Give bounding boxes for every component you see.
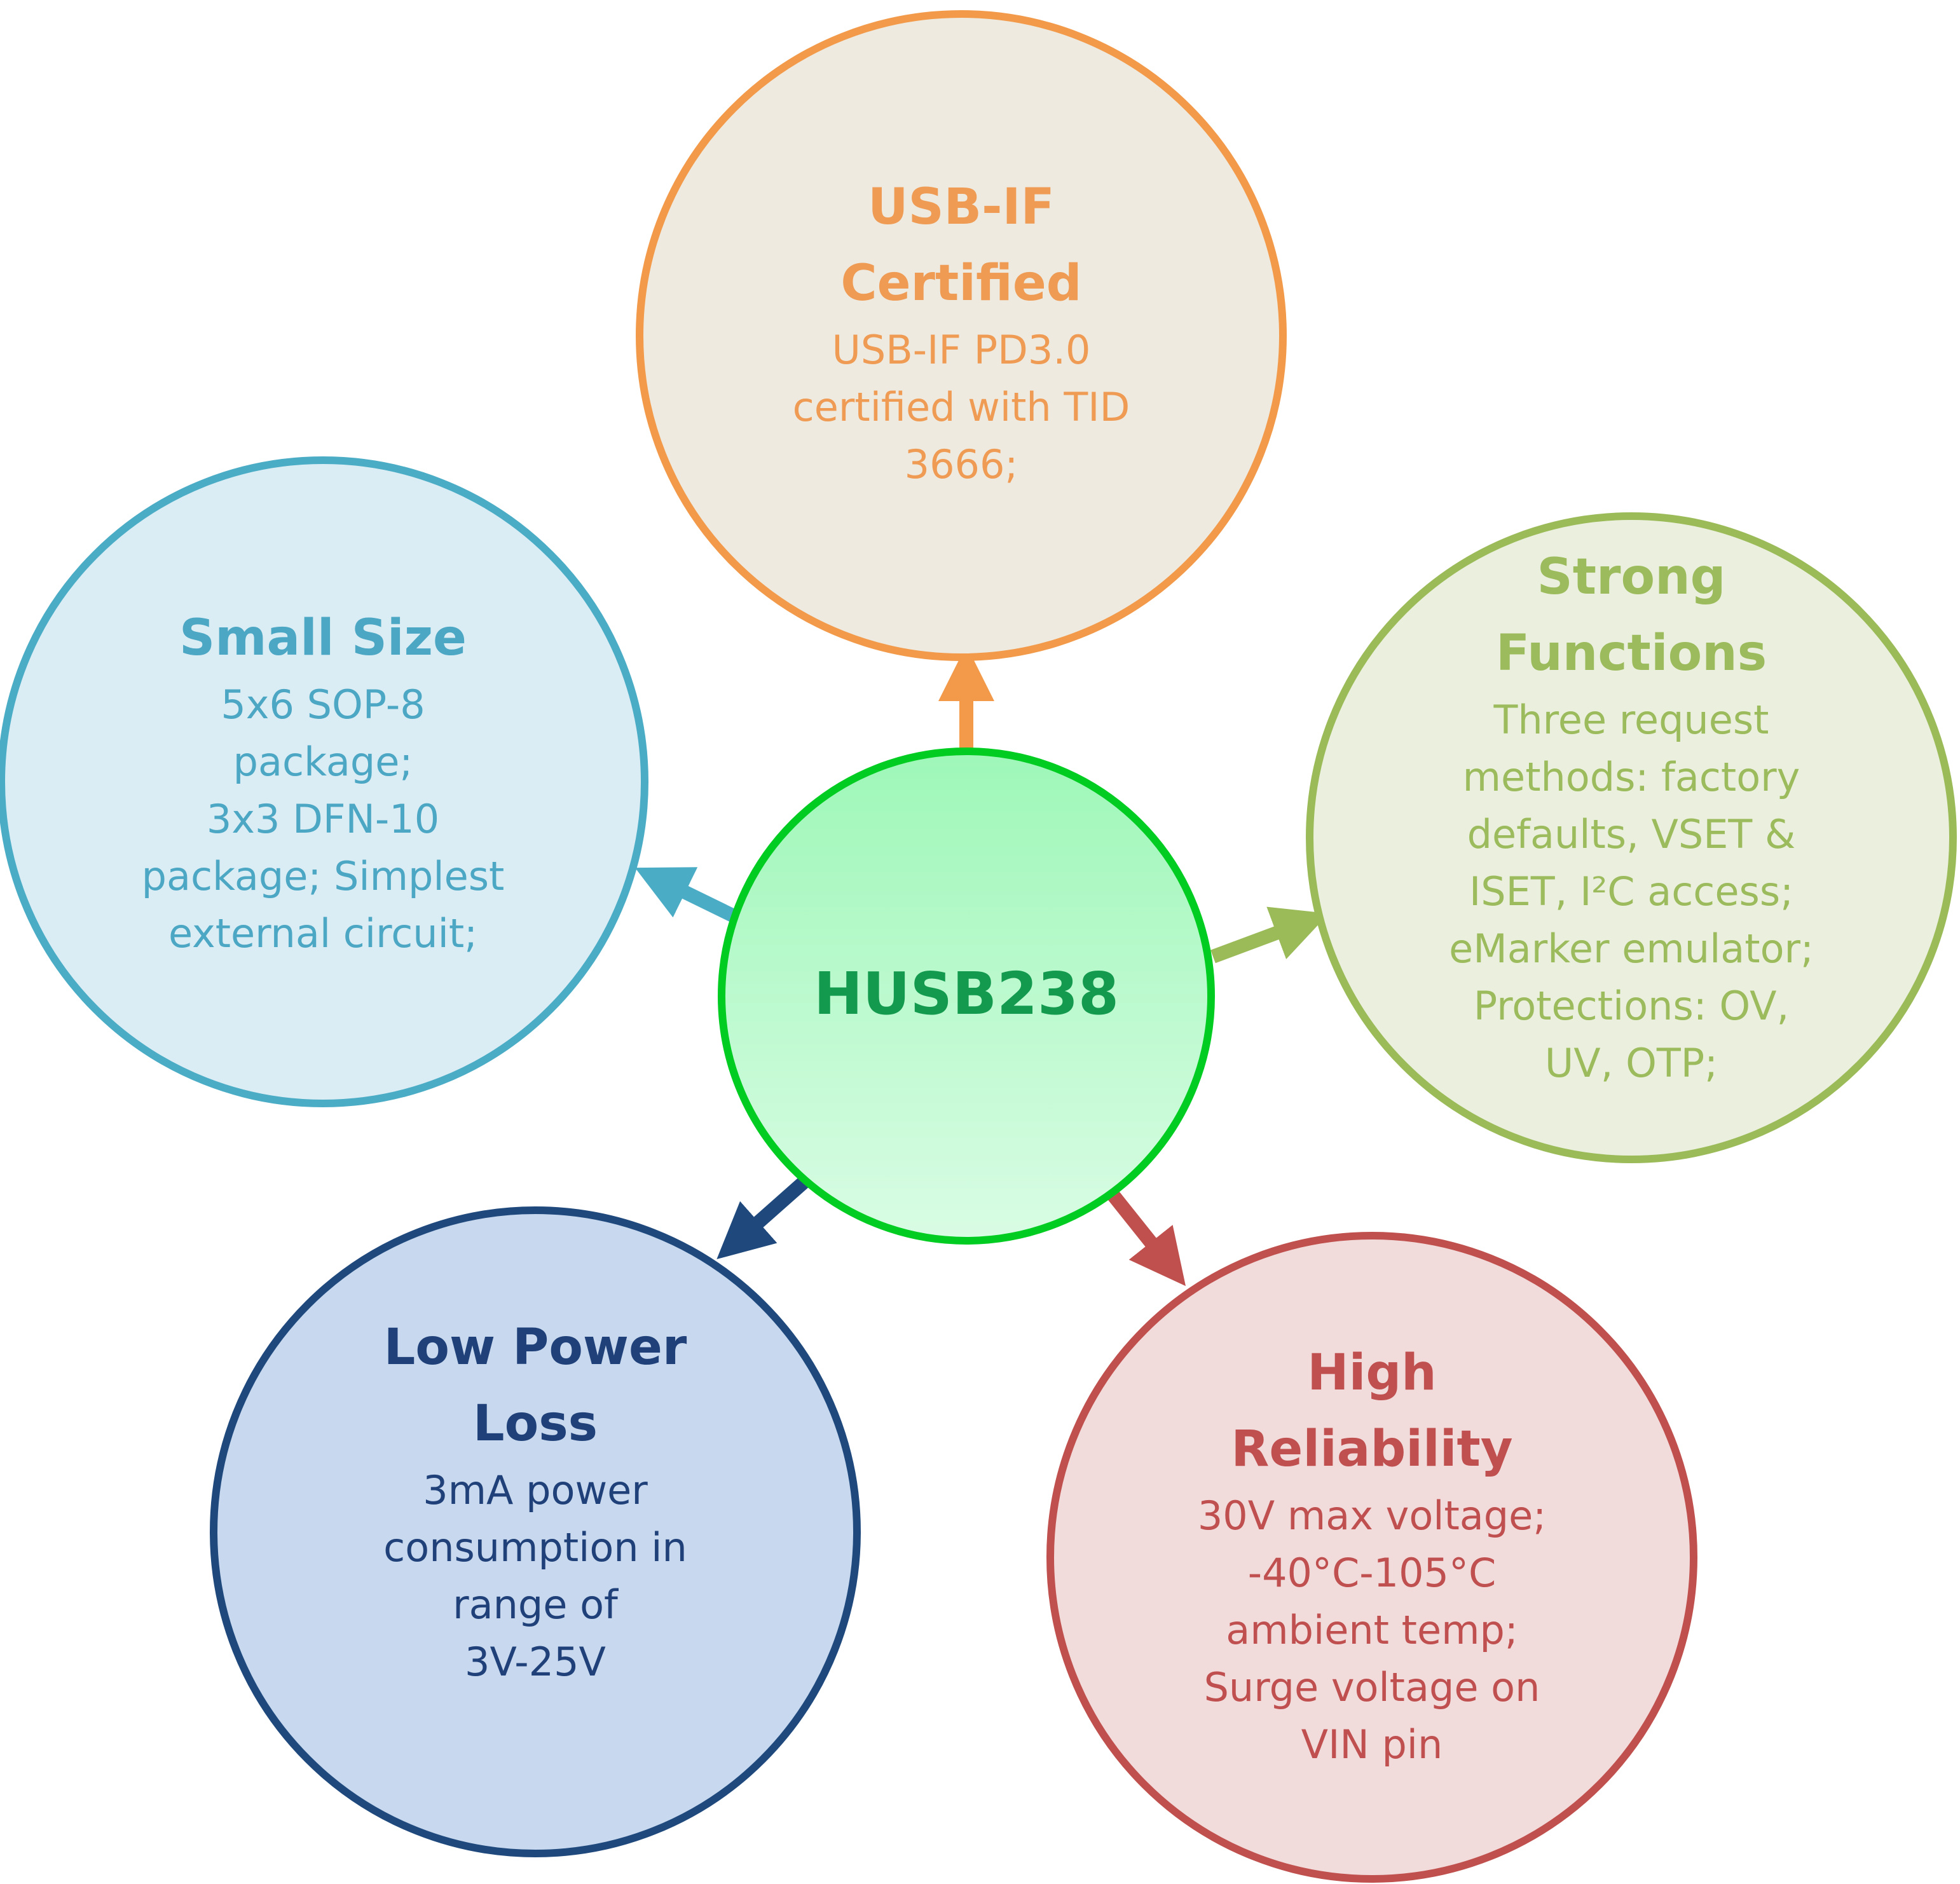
usb-text: USB-IF Certified USB-IF PD3.0 certified … — [745, 169, 1177, 493]
high-title: High Reliability — [1231, 1344, 1513, 1478]
small-circle — [0, 456, 648, 1107]
small-text: Small Size 5x6 SOP-8 package; 3x3 DFN-10… — [100, 600, 545, 962]
high-circle — [1046, 1232, 1697, 1883]
arrow-to-lowpower — [716, 1172, 814, 1260]
strong-circle — [1306, 512, 1957, 1163]
usb-body: USB-IF PD3.0 certified with TID 3666; — [792, 327, 1130, 488]
usb-circle — [636, 10, 1287, 661]
center-title: HUSB238 — [813, 960, 1120, 1028]
high-text: High Reliability 30V max voltage; -40°C-… — [1149, 1335, 1594, 1773]
small-title: Small Size — [179, 610, 467, 667]
lowpower-title: Low Power Loss — [383, 1319, 687, 1452]
strong-title: Strong Functions — [1495, 549, 1767, 682]
strong-text: Strong Functions Three request methods: … — [1409, 539, 1854, 1092]
arrow-to-high — [1107, 1190, 1186, 1287]
arrow-to-small — [634, 867, 741, 924]
arrow-to-strong — [1210, 906, 1329, 964]
lowpower-body: 3mA power consumption in range of 3V-25V — [383, 1467, 687, 1685]
center-circle — [718, 747, 1215, 1245]
lowpower-text: Low Power Loss 3mA power consumption in … — [313, 1309, 758, 1691]
usb-title: USB-IF Certified — [840, 179, 1082, 312]
lowpower-circle — [210, 1206, 861, 1857]
small-body: 5x6 SOP-8 package; 3x3 DFN-10 package; S… — [141, 681, 505, 957]
strong-body: Three request methods: factory defaults,… — [1449, 697, 1814, 1086]
high-body: 30V max voltage; -40°C-105°C ambient tem… — [1197, 1492, 1547, 1768]
